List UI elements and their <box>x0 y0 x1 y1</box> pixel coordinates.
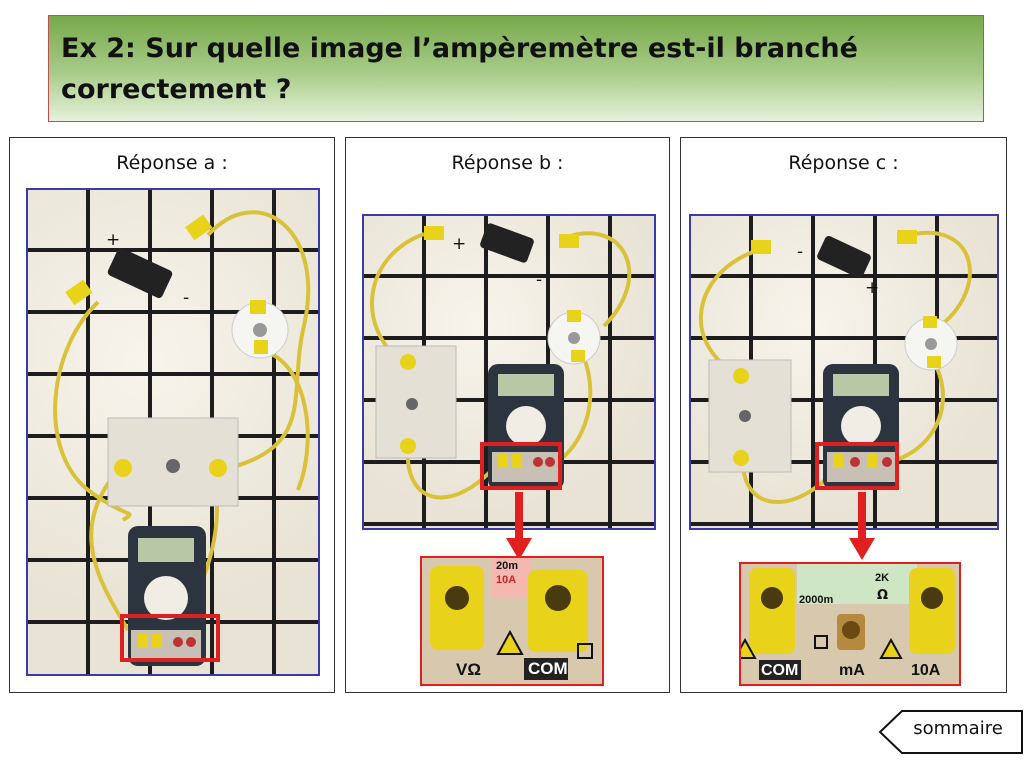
zoom-b-right-terminal: COM <box>528 659 568 678</box>
panel-answer-b: Réponse b : <box>345 137 670 693</box>
circuit-photo-a: + - <box>26 188 320 676</box>
sommaire-label: sommaire <box>913 718 1003 739</box>
zoom-c-range: 2000m <box>799 594 834 606</box>
answer-a-label: Réponse a : <box>116 152 228 174</box>
panel-answer-c: Réponse c : <box>680 137 1007 693</box>
zoom-c-left-terminal: COM <box>761 662 799 679</box>
minus-sign-c: - <box>797 242 804 262</box>
answer-c-label: Réponse c : <box>788 152 899 174</box>
zoom-b-range-top: 20m <box>496 560 519 572</box>
slide-title: Ex 2: Sur quelle image l’ampèremètre est… <box>61 28 971 110</box>
circuit-drawing-c <box>698 230 972 504</box>
zoom-c-mid-terminal: mA <box>839 662 865 679</box>
plus-sign-b: + <box>452 234 467 254</box>
arrow-left-icon <box>878 710 1023 754</box>
title-line-2: correctement ? <box>61 74 292 105</box>
zoom-b-left-terminal: VΩ <box>456 660 481 679</box>
sommaire-button[interactable]: sommaire <box>878 710 1024 754</box>
zoom-inset-b: 20m 10A VΩ COM <box>420 556 604 686</box>
zoom-arrow-c <box>849 492 875 560</box>
minus-sign-a: - <box>183 288 190 308</box>
panel-answer-a: Réponse a : <box>9 137 335 693</box>
title-line-1: Ex 2: Sur quelle image l’ampèremètre est… <box>61 33 858 64</box>
circuit-photo-c: - + <box>689 214 999 530</box>
plus-sign-c: + <box>865 278 880 298</box>
zoom-c-omega: Ω <box>877 588 889 603</box>
title-banner: Ex 2: Sur quelle image l’ampèremètre est… <box>48 15 984 122</box>
zoom-c-k-label: 2K <box>875 572 890 584</box>
circuit-drawing-a <box>53 210 311 666</box>
minus-sign-b: - <box>536 270 543 290</box>
circuit-photo-b: + - <box>362 214 656 530</box>
zoom-arrow-b <box>506 492 532 560</box>
answer-b-label: Réponse b : <box>451 152 564 174</box>
zoom-drawing-c <box>741 564 959 684</box>
zoom-b-range-bottom: 10A <box>496 574 517 586</box>
zoom-drawing-b <box>422 558 602 684</box>
zoom-c-right-terminal: 10A <box>911 662 941 679</box>
plus-sign-a: + <box>106 230 121 250</box>
zoom-inset-c: 2000m 2K Ω COM mA 10A <box>739 562 961 686</box>
circuit-drawing-b <box>370 223 632 500</box>
